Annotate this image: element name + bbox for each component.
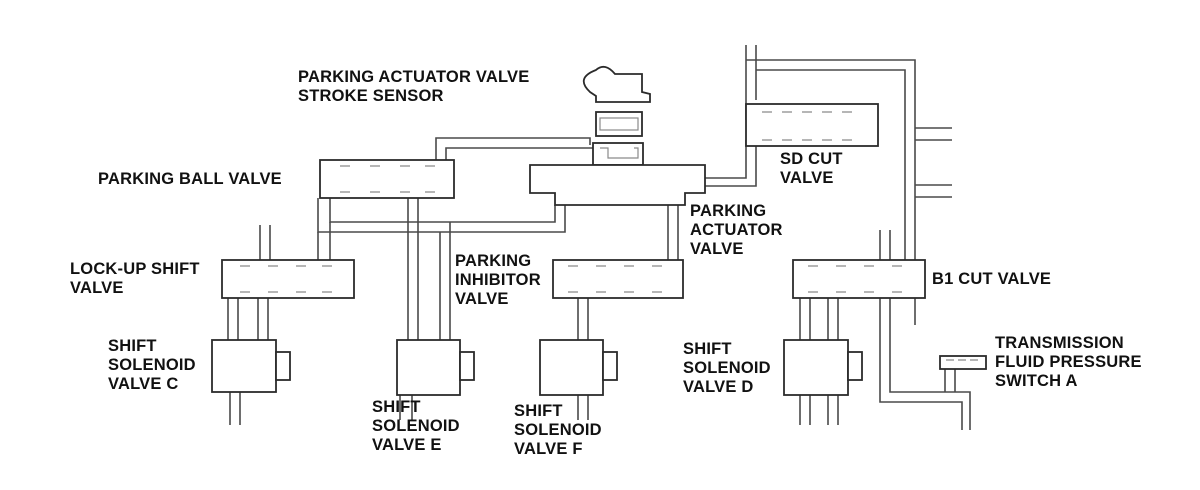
shift-solenoid-c-symbol	[211, 339, 291, 393]
label-pressure-switch-a: TRANSMISSION FLUID PRESSURE SWITCH A	[995, 334, 1142, 390]
label-shift-solenoid-valve-d: SHIFT SOLENOID VALVE D	[683, 340, 771, 396]
label-parking-inhibitor-valve: PARKING INHIBITOR VALVE	[455, 252, 541, 308]
label-shift-solenoid-valve-c: SHIFT SOLENOID VALVE C	[108, 337, 196, 393]
parking-inhibitor-valve-symbol	[552, 259, 684, 299]
label-shift-solenoid-valve-e: SHIFT SOLENOID VALVE E	[372, 398, 460, 454]
label-lock-up-shift-valve: LOCK-UP SHIFT VALVE	[70, 260, 200, 297]
label-b1-cut-valve: B1 CUT VALVE	[932, 270, 1052, 288]
pressure-switch-symbol	[939, 355, 987, 370]
label-sd-cut-valve: SD CUT VALVE	[780, 150, 843, 187]
parking-actuator-valve-symbol	[529, 142, 706, 206]
parking-ball-valve-symbol	[319, 159, 455, 199]
sd-cut-valve-symbol	[745, 103, 879, 147]
label-parking-ball-valve: PARKING BALL VALVE	[98, 170, 282, 188]
label-stroke-sensor: PARKING ACTUATOR VALVE STROKE SENSOR	[298, 68, 530, 105]
hydraulic-lines	[227, 45, 971, 430]
shift-solenoid-d-symbol	[783, 339, 863, 396]
lock-up-shift-valve-symbol	[221, 259, 355, 299]
b1-cut-valve-symbol	[792, 259, 926, 299]
stroke-sensor-symbol	[582, 65, 651, 137]
shift-solenoid-f-symbol	[539, 339, 618, 396]
shift-solenoid-e-symbol	[396, 339, 475, 396]
label-parking-actuator-valve: PARKING ACTUATOR VALVE	[690, 202, 783, 258]
label-shift-solenoid-valve-f: SHIFT SOLENOID VALVE F	[514, 402, 602, 458]
